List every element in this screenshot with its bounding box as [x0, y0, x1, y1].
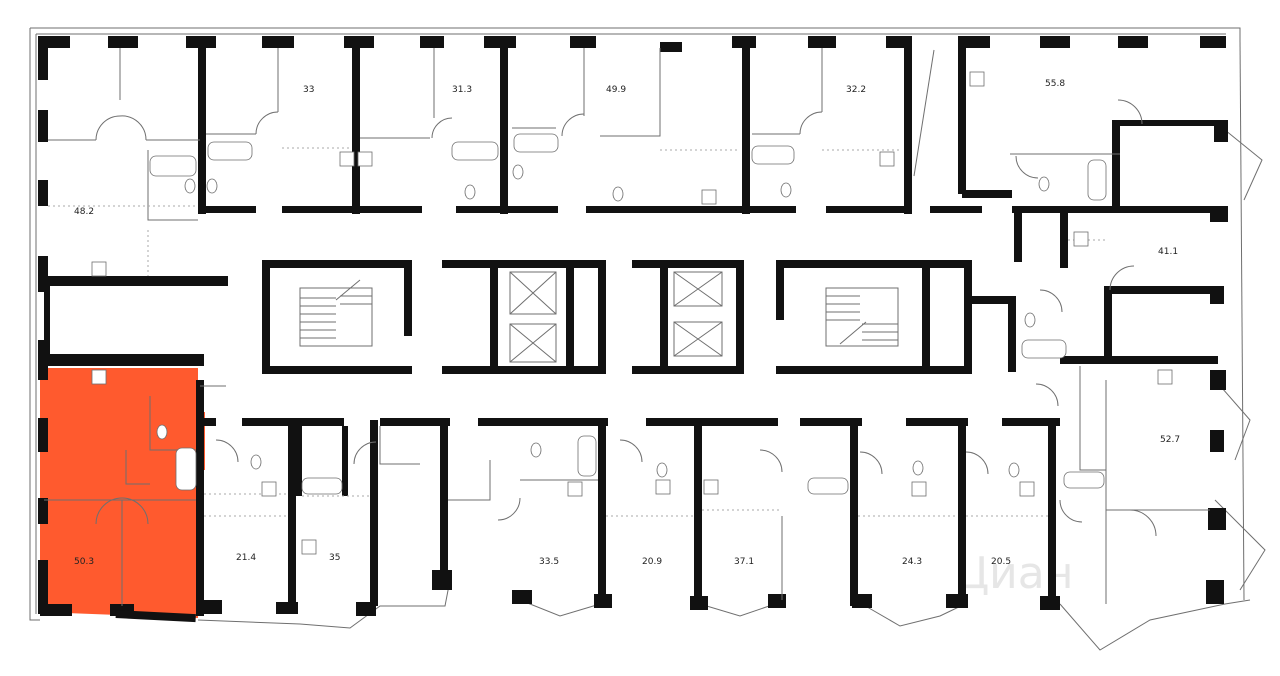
- apartment-33-label[interactable]: 33: [303, 85, 314, 95]
- apartment-32-2-label[interactable]: 32.2: [846, 85, 866, 95]
- stairwell-left: [299, 279, 373, 347]
- kitchen-fixtures: [91, 71, 1173, 555]
- bath-fixtures: [149, 133, 1107, 495]
- apartment-21-4-label[interactable]: 21.4: [236, 553, 256, 563]
- apartment-50-3-label[interactable]: 50.3: [74, 557, 94, 567]
- apartment-32-2-area[interactable]: [750, 42, 906, 208]
- apartment-49-9-area[interactable]: [508, 42, 744, 208]
- interior-walls: [44, 44, 1218, 623]
- apartment-labels: 48.2 33 31.3 49.9 32.2 55.8 41.1 52.7 50…: [74, 79, 1180, 567]
- apartment-20-9-label[interactable]: 20.9: [642, 557, 662, 567]
- apartment-20-5-label[interactable]: 20.5: [991, 557, 1011, 567]
- apartment-48-2-label[interactable]: 48.2: [74, 207, 94, 217]
- apartment-20-9-area[interactable]: [604, 424, 700, 610]
- facade-outline: [29, 27, 1266, 651]
- apartment-55-8-label[interactable]: 55.8: [1045, 79, 1065, 89]
- apartment-33-area[interactable]: [206, 42, 354, 208]
- apartment-24-3-area[interactable]: [858, 424, 958, 610]
- apartment-24-3-label[interactable]: 24.3: [902, 557, 922, 567]
- apartment-33-5-label[interactable]: 33.5: [539, 557, 559, 567]
- apartment-21-4-area[interactable]: [206, 424, 292, 610]
- apartment-31-3-area[interactable]: [356, 42, 502, 208]
- apartment-41-1-label[interactable]: 41.1: [1158, 247, 1178, 257]
- apartment-52-7-label[interactable]: 52.7: [1160, 435, 1180, 445]
- apartment-31-3-label[interactable]: 31.3: [452, 85, 472, 95]
- elevator-group-left: [509, 271, 557, 363]
- apartment-49-9-label[interactable]: 49.9: [606, 85, 626, 95]
- apartment-37-1-area[interactable]: [702, 424, 856, 610]
- elevator-group-right: [673, 271, 723, 357]
- apartment-20-5-area[interactable]: [962, 424, 1054, 610]
- apartment-37-1-label[interactable]: 37.1: [734, 557, 754, 567]
- apartment-35-label[interactable]: 35: [329, 553, 340, 563]
- stairwell-right: [825, 287, 899, 347]
